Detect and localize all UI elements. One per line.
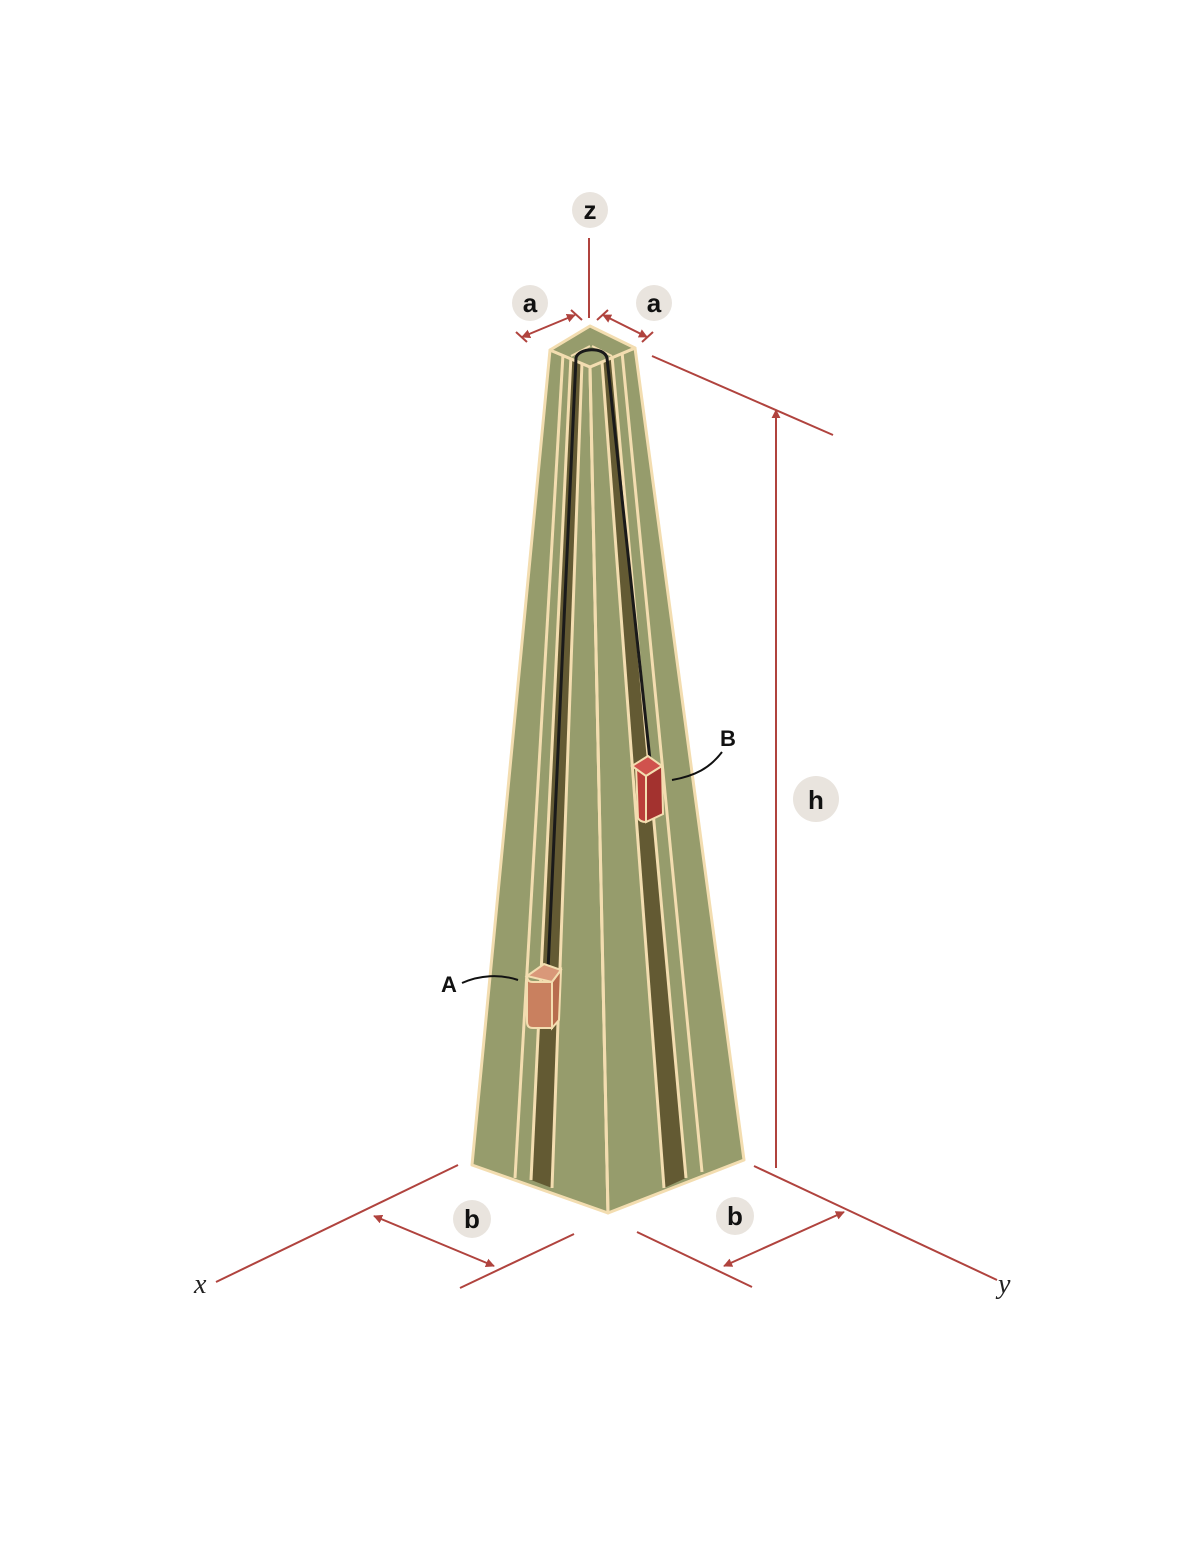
x-axis-label: x (193, 1269, 207, 1300)
leader-B (671, 751, 723, 781)
column-edge-lines (513, 351, 704, 1214)
label-z: z (572, 192, 608, 228)
label-b-right: b (716, 1197, 754, 1235)
a-right-arrow (602, 314, 648, 338)
b-right-arrow (723, 1211, 845, 1267)
svg-text:z: z (584, 195, 597, 225)
svg-text:h: h (808, 785, 824, 815)
x-axis-line (215, 1164, 459, 1283)
y-axis-label: y (995, 1269, 1011, 1300)
label-h: h (793, 776, 839, 822)
leader-A (461, 975, 519, 984)
wire (546, 348, 652, 971)
axes (215, 238, 998, 1283)
svg-text:a: a (523, 288, 538, 318)
label-a-right: a (636, 285, 672, 321)
svg-text:a: a (647, 288, 662, 318)
label-a-left: a (512, 285, 548, 321)
b-left-arrow (373, 1214, 495, 1268)
a-left-arrow (521, 313, 576, 339)
y-axis-line (753, 1165, 998, 1281)
label-A: A (441, 972, 457, 997)
label-B: B (720, 726, 736, 751)
svg-text:b: b (727, 1201, 743, 1231)
block-A (524, 962, 563, 1031)
block-B (630, 754, 665, 824)
svg-text:b: b (464, 1204, 480, 1234)
dimensions (373, 309, 845, 1289)
label-b-left: b (453, 1200, 491, 1238)
